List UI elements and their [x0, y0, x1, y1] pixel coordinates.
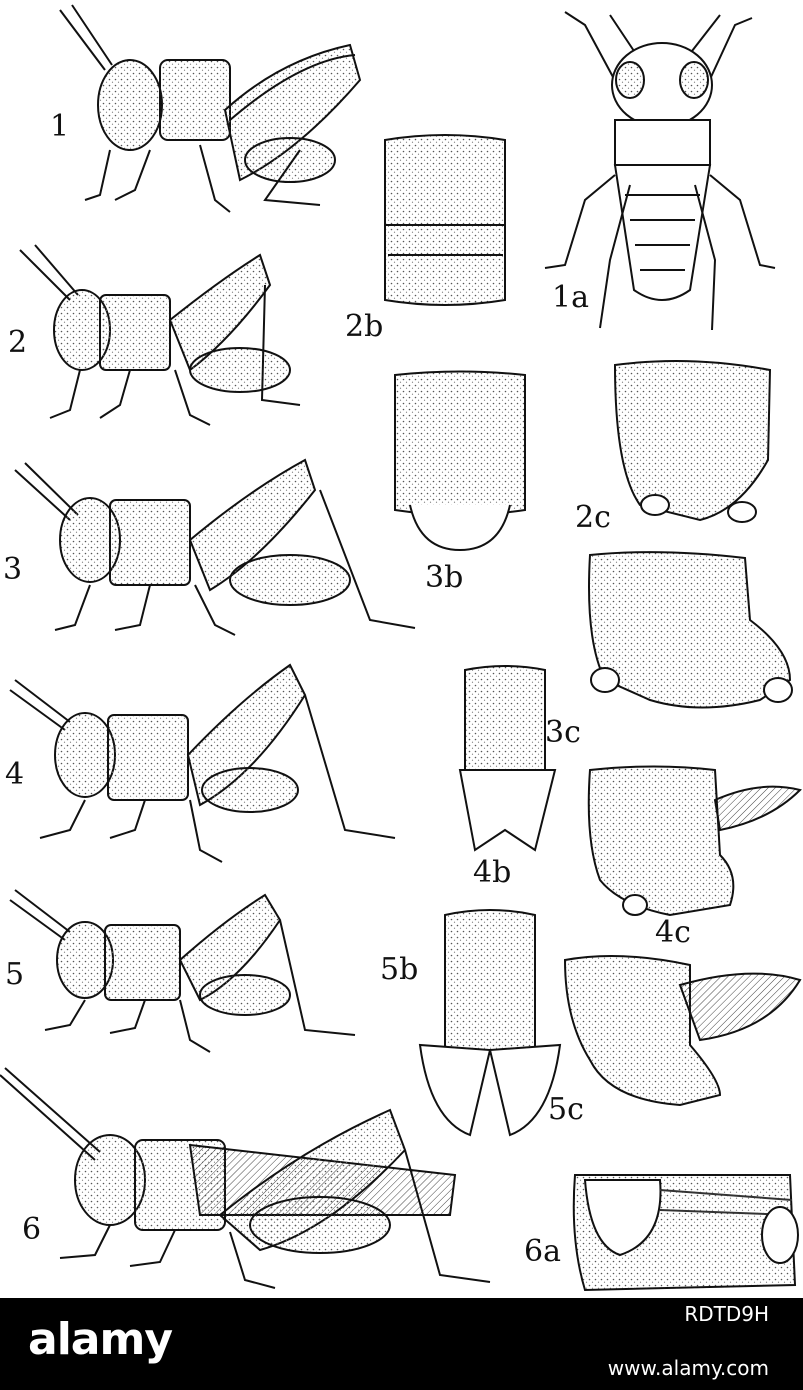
figure-4-nymph-side: [9, 663, 396, 863]
label-figure-3: 3: [3, 552, 23, 587]
label-figure-4c: 4c: [655, 915, 691, 950]
label-figure-3c: 3c: [545, 715, 581, 750]
figure-5c-thorax: [563, 955, 802, 1107]
label-figure-4b: 4b: [473, 855, 512, 890]
figure-6a-thorax: [572, 1174, 799, 1292]
figure-2-nymph-side: [19, 244, 301, 426]
label-figure-3b: 3b: [425, 560, 464, 595]
figure-3-nymph-side: [14, 458, 416, 636]
figure-2b-pronotum: [384, 134, 506, 306]
alamy-logo: alamy: [28, 1314, 173, 1365]
stock-url: www.alamy.com: [607, 1356, 769, 1380]
label-figure-5b: 5b: [380, 952, 419, 987]
label-figure-2b: 2b: [345, 309, 384, 344]
label-figure-5: 5: [5, 957, 25, 992]
figure-6-adult-side: [0, 1067, 491, 1289]
label-figure-1a: 1a: [552, 280, 589, 315]
label-figure-4: 4: [5, 757, 25, 792]
illustration-plate: 1 1a 2 2b 2c 3 3b 3c 4 4b 4c 5 5b 5c 6 6…: [0, 4, 802, 1292]
figure-3c-thorax: [588, 551, 793, 709]
figure-5b-pronotum: [418, 909, 562, 1137]
label-figure-2: 2: [8, 325, 28, 360]
label-figure-2c: 2c: [575, 500, 611, 535]
label-figure-6: 6: [22, 1212, 42, 1247]
figure-3b-pronotum: [394, 370, 526, 552]
stock-id: RDTD9H: [684, 1302, 769, 1326]
grasshopper-drawings: [0, 4, 802, 1292]
figure-1-nymph-side: [59, 4, 362, 213]
figure-5-nymph-side: [9, 889, 356, 1053]
label-figure-5c: 5c: [548, 1092, 584, 1127]
watermark-bar: alamy RDTD9H www.alamy.com: [0, 1298, 803, 1390]
figure-2c-thorax: [613, 360, 772, 523]
label-figure-6a: 6a: [524, 1234, 561, 1269]
figure-4c-thorax: [587, 765, 802, 917]
figure-4b-pronotum: [458, 665, 557, 852]
figure-1a-nymph-top: [544, 11, 776, 331]
label-figure-1: 1: [50, 109, 70, 144]
